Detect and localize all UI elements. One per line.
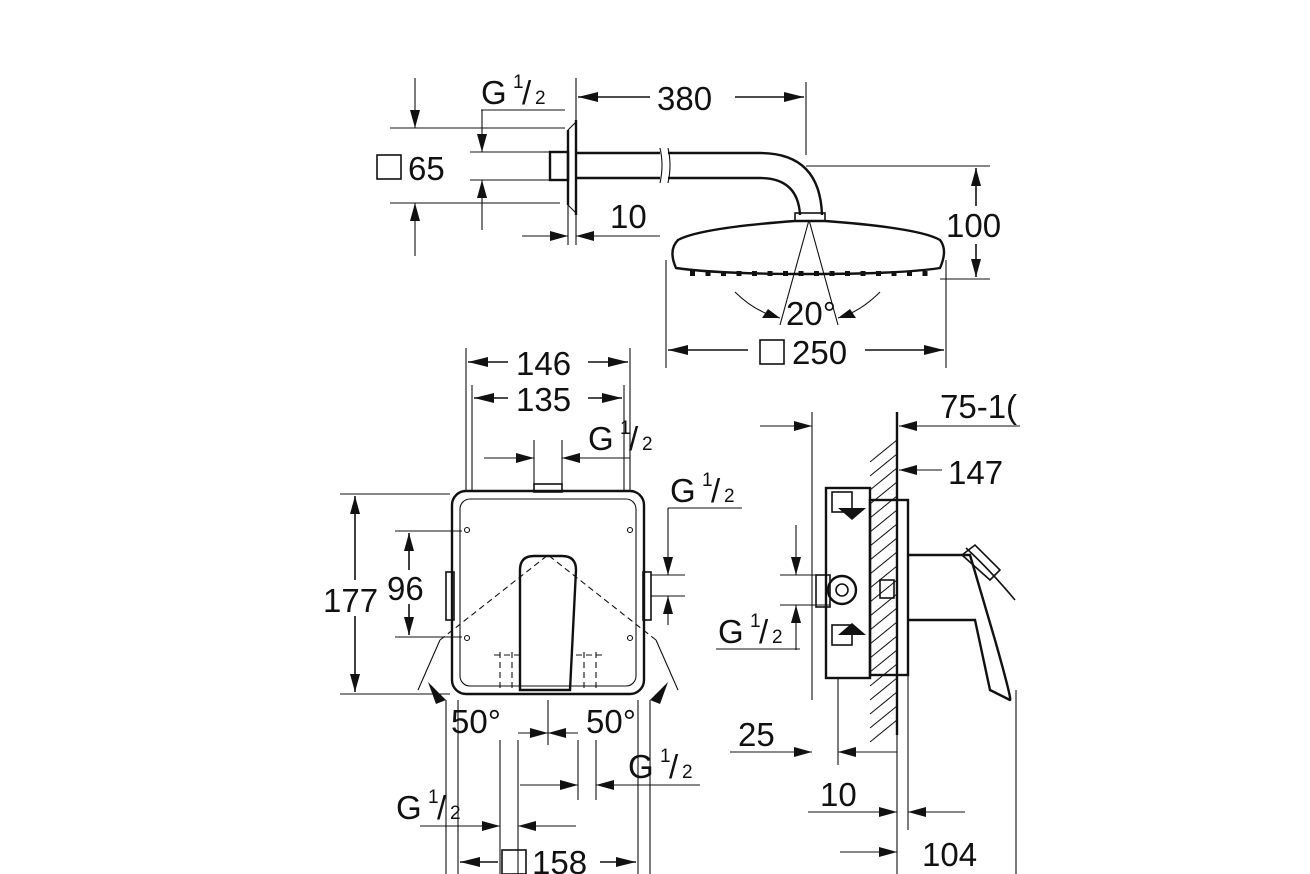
dim-spray-angle: 20°	[786, 295, 836, 332]
svg-text:G: G	[396, 789, 422, 826]
dim-depth-range: 75-1(	[940, 388, 1017, 425]
wall-hatch-line	[869, 719, 898, 743]
dim-25: 25	[738, 716, 775, 753]
dim-width-146: 146	[516, 345, 571, 382]
nozzle-row	[690, 271, 928, 276]
cover-plate	[868, 498, 910, 677]
mixer-side-view: 75-1( 147 G 1 / 2 25 10	[716, 388, 1020, 874]
dim-147: 147	[948, 454, 1003, 491]
svg-text:2: 2	[682, 762, 693, 783]
dim-104: 104	[922, 836, 977, 873]
square-symbol-head	[759, 339, 785, 365]
svg-text:/: /	[711, 472, 721, 509]
dim-square-65: 65	[408, 150, 445, 187]
svg-text:G: G	[628, 748, 654, 785]
valve-connection	[826, 574, 858, 606]
svg-text:1: 1	[750, 611, 761, 632]
arm-connector	[548, 150, 570, 182]
spray-nozzle	[814, 271, 819, 276]
spray-nozzle	[845, 271, 850, 276]
spray-nozzle	[860, 271, 866, 276]
spray-nozzle	[798, 271, 804, 276]
spray-nozzle	[829, 271, 835, 276]
dim-height-100: 100	[946, 207, 1001, 244]
left-inlet	[445, 571, 455, 621]
thread-label-right-inlet: G 1 / 2	[668, 470, 742, 509]
shower-arm	[576, 151, 824, 216]
wall-hatch-line	[869, 523, 898, 547]
wall-hatch-line	[869, 607, 898, 631]
wall-hatch-line	[869, 565, 898, 589]
mixer-front-view: 146 135 G 1 / 2	[322, 345, 742, 874]
svg-text:1: 1	[513, 72, 524, 93]
wall-hatch-line	[869, 677, 898, 701]
svg-text:/: /	[629, 420, 639, 457]
wall-hatch-line	[869, 621, 898, 645]
thread-label-top-outlet: G 1 / 2	[588, 418, 653, 457]
svg-text:1: 1	[428, 787, 439, 808]
svg-text:/: /	[669, 748, 679, 785]
spray-nozzle	[736, 271, 742, 276]
thread-label-side: G 1 / 2	[716, 611, 800, 650]
thread-label-arm: G 1 / 2	[481, 72, 565, 111]
square-symbol-box	[501, 849, 527, 874]
wall-hatch-line	[869, 467, 898, 491]
dim-width-135: 135	[516, 381, 571, 418]
wall-hatch-line	[869, 509, 898, 533]
wall-hatch-line	[869, 579, 898, 603]
wall-hatch-line	[869, 635, 898, 659]
wall-hatch-line	[869, 649, 898, 673]
svg-text:G: G	[588, 420, 614, 457]
svg-text:/: /	[522, 74, 532, 111]
shower-arm-view: 380 G 1 / 2 65 10	[376, 72, 1007, 371]
spray-nozzle	[891, 271, 897, 276]
wall-hatch-line	[869, 705, 898, 729]
spray-nozzle	[783, 271, 788, 276]
shower-head	[671, 219, 946, 276]
wall-hatch-line	[869, 453, 898, 477]
spray-nozzle	[705, 271, 711, 276]
dim-height-177: 177	[323, 582, 378, 619]
svg-text:2: 2	[535, 88, 546, 109]
dim-angle-right: 50°	[586, 703, 636, 740]
spray-nozzle	[907, 271, 912, 276]
svg-text:G: G	[670, 472, 696, 509]
dim-arm-length: 380	[657, 80, 712, 117]
dim-angle-left: 50°	[451, 703, 501, 740]
dim-10: 10	[820, 776, 857, 813]
wall-hatch-line	[869, 439, 898, 463]
wall-hatch-line	[869, 551, 898, 575]
spray-nozzle	[922, 271, 928, 276]
wall-hatch-line	[869, 537, 898, 561]
svg-text:/: /	[437, 789, 447, 826]
svg-text:G: G	[718, 613, 744, 650]
spray-nozzle	[690, 271, 695, 276]
svg-text:1: 1	[702, 470, 713, 491]
spray-nozzle	[752, 271, 757, 276]
dim-head-250: 250	[792, 334, 847, 371]
side-handle	[908, 553, 1012, 702]
svg-text:2: 2	[642, 434, 653, 455]
spray-nozzle	[876, 271, 881, 276]
dim-box-158: 158	[532, 844, 587, 874]
thread-label-bottom-left: G 1 / 2	[396, 787, 461, 826]
wall-hatch-line	[869, 691, 898, 715]
dim-height-96: 96	[387, 570, 424, 607]
wall-hatch	[869, 439, 898, 743]
mixer-handle	[518, 554, 578, 692]
svg-text:2: 2	[724, 486, 735, 507]
svg-text:1: 1	[660, 746, 671, 767]
mixer-box	[450, 489, 646, 696]
thread-label-bottom-right: G 1 / 2	[628, 746, 693, 785]
svg-text:2: 2	[772, 627, 783, 648]
spray-nozzle	[721, 271, 726, 276]
svg-text:1: 1	[620, 418, 631, 439]
square-symbol	[376, 154, 402, 180]
svg-text:/: /	[759, 613, 769, 650]
dim-flange-10: 10	[610, 198, 647, 235]
svg-text:G: G	[481, 74, 507, 111]
svg-text:2: 2	[450, 803, 461, 824]
spray-nozzle	[767, 271, 773, 276]
